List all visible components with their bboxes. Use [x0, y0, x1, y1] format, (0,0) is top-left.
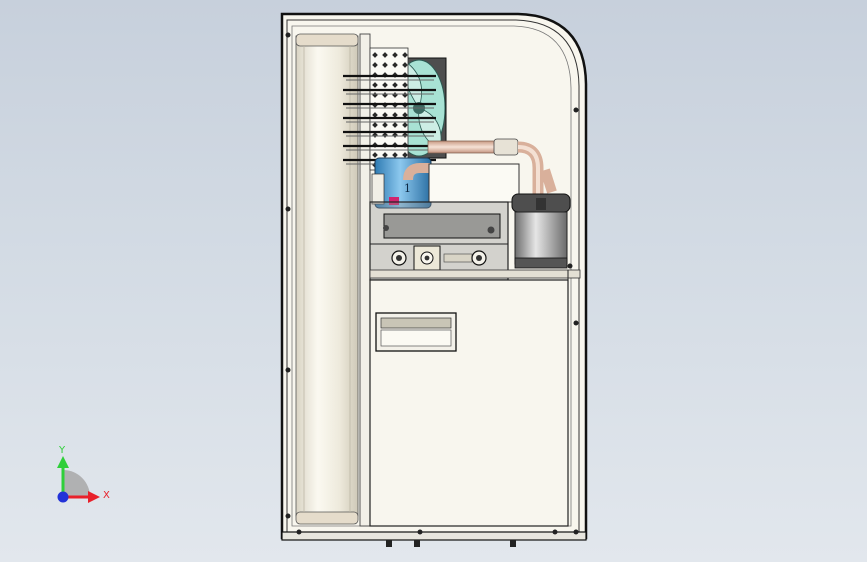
- control-module[interactable]: [369, 201, 509, 281]
- x-axis-label: X: [103, 490, 110, 501]
- refrigerant-piping: [403, 138, 557, 194]
- coordinate-triad: Y X: [57, 445, 110, 503]
- y-axis-label: Y: [58, 445, 66, 456]
- condenser-coil[interactable]: [295, 33, 371, 527]
- component-label: 1: [404, 182, 411, 195]
- lower-panel[interactable]: [369, 269, 581, 527]
- perforated-grille: [369, 47, 409, 171]
- mounting-screws: [285, 32, 579, 535]
- heat-exchanger-box[interactable]: [428, 163, 520, 203]
- compressor[interactable]: [511, 193, 571, 269]
- z-axis-dot: [57, 491, 69, 503]
